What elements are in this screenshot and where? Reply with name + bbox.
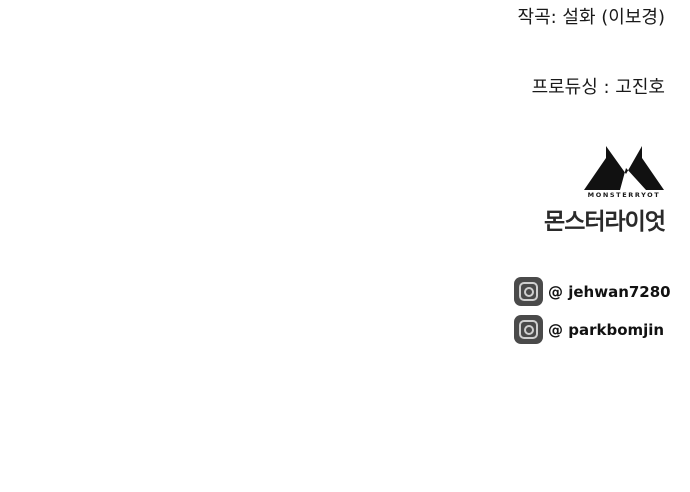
- producer-credit: 프로듀싱 : 고진호: [531, 77, 665, 98]
- handle-text: @ jehwan7280: [548, 282, 671, 301]
- instagram-icon: [514, 277, 543, 306]
- social-handle-2: @ parkbomjin: [514, 315, 664, 344]
- instagram-icon: [514, 315, 543, 344]
- monsterryot-logo-icon: [584, 146, 664, 190]
- logo-english-text: MONSTERRYOT: [587, 191, 661, 199]
- logo-korean-text: 몬스터라이엇: [544, 209, 666, 235]
- social-handle-1: @ jehwan7280: [514, 277, 671, 306]
- composer-credit: 작곡: 설화 (이보경): [517, 7, 665, 28]
- handle-text: @ parkbomjin: [548, 320, 665, 339]
